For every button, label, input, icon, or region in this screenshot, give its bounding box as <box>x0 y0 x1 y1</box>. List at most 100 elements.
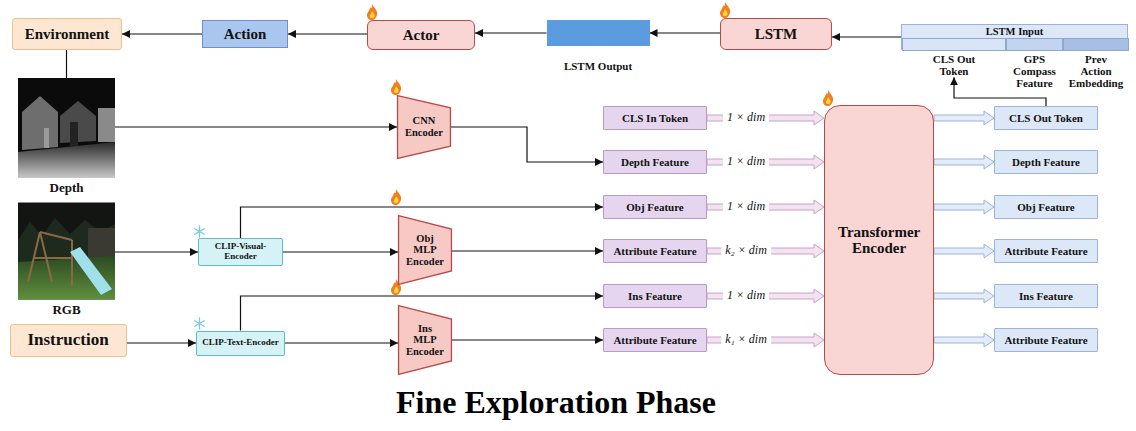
input-segment: Prev Action Embedding <box>1063 38 1129 89</box>
node-label: Actor <box>403 27 440 44</box>
node-label: Ins MLP Encoder <box>406 323 444 358</box>
input-token-box: Depth Feature <box>603 150 707 174</box>
connector <box>283 251 398 252</box>
node-label: Depth Feature <box>621 156 689 168</box>
rgb-trees <box>18 218 115 262</box>
node-label: Action <box>224 26 267 43</box>
dimension-label: 1 × dim <box>723 155 769 168</box>
frozen-encoder-box: CLIP-Text-Encoder <box>196 331 285 356</box>
connector <box>288 33 367 34</box>
node-label: Attribute Feature <box>1004 334 1087 346</box>
node-label: Environment <box>25 26 110 43</box>
connector <box>451 127 603 162</box>
frozen-icon <box>195 318 205 329</box>
dimension-label: 1 × dim <box>723 289 769 302</box>
block-arrow <box>707 111 824 125</box>
observation-image: RGB <box>18 203 115 300</box>
encoder-trapezoid: Ins MLP Encoder <box>398 305 452 375</box>
node-label: Depth Feature <box>1012 156 1080 168</box>
rgb-slide <box>70 247 112 295</box>
node-label: LSTM Input <box>986 26 1043 38</box>
node-label: LSTM Output <box>547 60 650 72</box>
rgb-beam <box>34 257 72 259</box>
node-label: Prev Action Embedding <box>1069 53 1123 89</box>
block-arrow <box>934 111 994 125</box>
node-label: Depth <box>18 181 115 195</box>
connector <box>452 339 603 340</box>
output-token-box: CLS Out Token <box>994 106 1098 130</box>
input-token-box: CLS In Token <box>603 106 707 130</box>
node-label: Obj Feature <box>1017 201 1075 213</box>
terminal-box: Environment <box>12 18 122 50</box>
connector <box>475 32 547 33</box>
observation-image: Depth <box>18 78 115 178</box>
dimension-label: 1 × dim <box>723 111 769 124</box>
connector <box>66 50 67 78</box>
rgb-image <box>18 203 115 300</box>
trainable-icon <box>391 79 401 95</box>
segment-fill <box>1063 38 1129 51</box>
trainable-icon <box>391 189 401 205</box>
node-label: Instruction <box>27 331 108 350</box>
node-label: Attribute Feature <box>613 334 696 346</box>
node-label: CLS In Token <box>622 112 688 124</box>
depth-image <box>18 78 115 178</box>
trapezoid-shape <box>399 216 452 285</box>
block-arrow <box>934 289 994 303</box>
connector <box>832 36 901 37</box>
node-label: LSTM <box>755 26 798 43</box>
input-token-box: Ins Feature <box>603 284 707 308</box>
action-box: Action <box>202 20 288 48</box>
dimension-label: 1 × dim <box>723 200 769 213</box>
input-segment: GPS Compass Feature <box>1006 38 1063 89</box>
dimension-label: k₂ × dim <box>721 244 771 257</box>
node-label: GPS Compass Feature <box>1013 53 1056 89</box>
depth-house <box>22 96 58 150</box>
input-token-box: Attribute Feature <box>603 239 707 263</box>
connector <box>452 250 603 251</box>
node-label: CNN Encoder <box>405 115 443 138</box>
rgb-beam <box>40 232 72 240</box>
output-token-box: Obj Feature <box>994 195 1098 219</box>
node-label: Obj Feature <box>626 201 684 213</box>
input-segment: CLS Out Token <box>902 38 1006 77</box>
dimension-label: k₁ × dim <box>721 333 771 346</box>
node-label: CLIP-Visual-Encoder <box>209 242 273 262</box>
rgb-beam <box>71 240 73 286</box>
output-bar: LSTM Output <box>547 20 650 46</box>
output-token-box: Depth Feature <box>994 150 1098 174</box>
trapezoid-shape <box>398 96 451 159</box>
input-token-box: Attribute Feature <box>603 328 707 352</box>
input-token-box: Obj Feature <box>603 195 707 219</box>
node-label: Ins Feature <box>1019 290 1073 302</box>
connector <box>115 251 198 252</box>
node-label: CLS Out Token <box>923 53 985 77</box>
node-label: RGB <box>18 303 115 317</box>
input-bar: LSTM InputCLS Out TokenGPS Compass Featu… <box>901 24 1128 50</box>
transformer-box: Transformer Encoder <box>824 105 934 375</box>
module-box: LSTM <box>720 18 832 50</box>
node-label: Attribute Feature <box>613 245 696 257</box>
module-box: Actor <box>367 20 475 50</box>
rgb-playground <box>28 232 72 286</box>
connector <box>285 342 398 343</box>
trainable-icon <box>720 2 730 18</box>
frozen-icon <box>195 226 205 237</box>
block-arrow <box>934 333 994 347</box>
encoder-trapezoid: Obj MLP Encoder <box>398 215 452 285</box>
node-label: Attribute Feature <box>1004 245 1087 257</box>
trapezoid-shape <box>399 306 452 375</box>
depth-wall <box>98 108 115 142</box>
connector <box>122 33 202 34</box>
node-label: Ins Feature <box>628 290 682 302</box>
diagram-title: Fine Exploration Phase <box>0 385 1112 420</box>
block-arrow <box>707 333 824 347</box>
output-token-box: Ins Feature <box>994 284 1098 308</box>
node-label: Obj MLP Encoder <box>406 233 444 268</box>
frozen-encoder-box: CLIP-Visual-Encoder <box>198 238 283 266</box>
output-token-box: Attribute Feature <box>994 239 1098 263</box>
connector <box>650 32 721 33</box>
connector <box>115 126 397 127</box>
trainable-icon <box>823 90 833 106</box>
block-arrow <box>707 289 824 303</box>
